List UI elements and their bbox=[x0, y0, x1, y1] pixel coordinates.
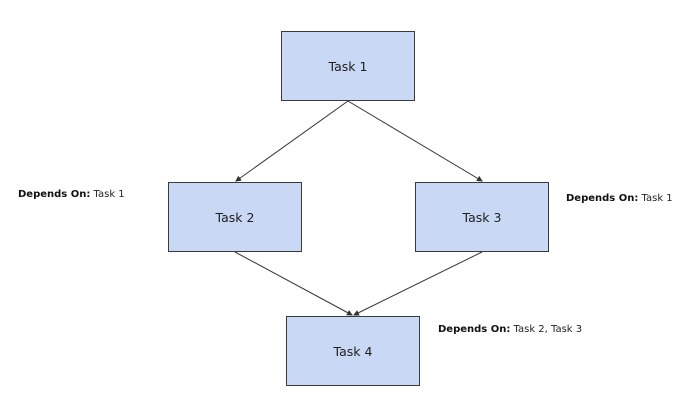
task-node-2[interactable]: Task 2 bbox=[168, 182, 302, 252]
task-node-4-label: Task 4 bbox=[333, 343, 373, 359]
dependency-note-task-3: Depends On: Task 1 bbox=[566, 193, 673, 205]
dependency-note-task-2-key: Depends On: bbox=[18, 189, 91, 200]
dependency-note-task-4-key: Depends On: bbox=[438, 324, 511, 335]
edge-task3-to-task4 bbox=[353, 251, 483, 316]
task-node-1[interactable]: Task 1 bbox=[281, 31, 415, 101]
task-node-3-label: Task 3 bbox=[462, 209, 502, 225]
task-node-1-label: Task 1 bbox=[328, 58, 368, 74]
dependency-note-task-4: Depends On: Task 2, Task 3 bbox=[438, 324, 582, 336]
dependency-note-task-3-value: Task 1 bbox=[638, 193, 673, 204]
dependency-note-task-4-value: Task 2, Task 3 bbox=[510, 324, 583, 335]
task-node-2-label: Task 2 bbox=[215, 209, 255, 225]
edge-task1-to-task2 bbox=[235, 100, 349, 182]
dependency-note-task-2-value: Task 1 bbox=[90, 189, 125, 200]
task-node-3[interactable]: Task 3 bbox=[415, 182, 549, 252]
edge-task2-to-task4 bbox=[234, 251, 353, 316]
dependency-note-task-3-key: Depends On: bbox=[566, 193, 639, 204]
edge-task1-to-task3 bbox=[347, 100, 483, 182]
task-node-4[interactable]: Task 4 bbox=[286, 316, 420, 386]
dependency-note-task-2: Depends On: Task 1 bbox=[18, 189, 125, 201]
